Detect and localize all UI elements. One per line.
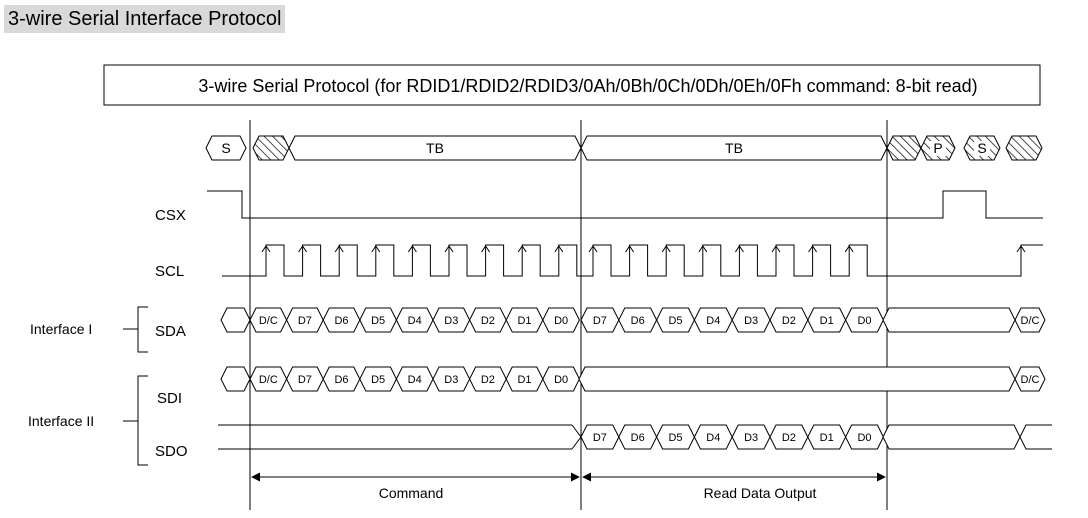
sdi-command-bit-label: D7 [298, 374, 312, 386]
sda-read-bit-label: D7 [593, 315, 607, 327]
scl-label: SCL [155, 263, 184, 280]
stop-label: P [933, 140, 942, 156]
csx-waveform [207, 190, 1043, 219]
scl-edge-arrow [261, 245, 271, 253]
sdi-command-bit-label: D5 [371, 374, 385, 386]
sdi-idle-cell [578, 366, 1016, 392]
sdi-restart-bit-label: D/C [1021, 374, 1040, 386]
sdi-label: SDI [157, 390, 182, 407]
tb-label-read: TB [725, 140, 743, 156]
interface-brackets [123, 306, 148, 466]
sdo-tail [1019, 436, 1052, 450]
scl-edge-arrow [588, 245, 598, 253]
scl-edge-arrow [771, 245, 781, 253]
scl-edge-arrow [517, 245, 527, 253]
sda-command-bit-label: D/C [259, 315, 278, 327]
page-heading: 3-wire Serial Interface Protocol [4, 5, 286, 33]
hatch-phase [1005, 135, 1043, 161]
scl-edge-arrow [554, 245, 564, 253]
scl-edge-arrow [844, 245, 854, 253]
sda-read-bit-label: D0 [857, 315, 871, 327]
sda-restart-cell [1014, 307, 1046, 333]
sdo-read-bit-label: D5 [668, 432, 682, 444]
csx-label: CSX [155, 207, 186, 224]
sdo-read-bit-label: D7 [593, 432, 607, 444]
sdi-command-bit-label: D1 [517, 374, 531, 386]
sda-read-bit-label: D1 [820, 315, 834, 327]
interface-i-label: Interface I [30, 321, 92, 337]
sda-command-bit-label: D0 [554, 315, 568, 327]
sda-command-bit-label: D3 [444, 315, 458, 327]
sdo-read-bit-label: D1 [820, 432, 834, 444]
sdo-read-bit-label: D6 [631, 432, 645, 444]
sdo-label: SDO [155, 443, 188, 460]
start-phase [205, 135, 247, 161]
sdi-command-bit-label: D0 [554, 374, 568, 386]
sdi-command-bit-label: D/C [259, 374, 278, 386]
scl-edge-arrow [371, 245, 381, 253]
restart-label-bg [974, 141, 990, 156]
sda-read-bit-label: D4 [706, 315, 720, 327]
sda-command-bit-label: D5 [371, 315, 385, 327]
sda-command-bit-label: D4 [408, 315, 422, 327]
scl-rising-edges [261, 245, 1026, 253]
scl-edge-arrow [298, 245, 308, 253]
sda-command-cell [542, 307, 580, 333]
sda-read-bit-label: D2 [782, 315, 796, 327]
phase-row [205, 135, 1043, 161]
scl-edge-arrow [625, 245, 635, 253]
sda-read-bit-label: D3 [744, 315, 758, 327]
scl-edge-arrow [334, 245, 344, 253]
sdo-read-bit-label: D3 [744, 432, 758, 444]
restart-label: S [977, 140, 986, 156]
sda-label: SDA [155, 323, 186, 340]
sdo-transition [571, 424, 582, 450]
scl-waveform [222, 244, 1043, 277]
sdi-restart-cell [1014, 366, 1046, 392]
scl-edge-arrow [808, 245, 818, 253]
sdi-command-bit-label: D4 [408, 374, 422, 386]
sdo-read-bit-label: D2 [782, 432, 796, 444]
tb-label-command: TB [426, 140, 444, 156]
sdi-idle-cell [220, 366, 251, 392]
protocol-title-box [103, 64, 1041, 106]
hatch-phase [886, 135, 922, 161]
sda-command-bit-label: D7 [298, 315, 312, 327]
interface-ii-label: Interface II [28, 413, 94, 429]
sda-command-bit-label: D2 [481, 315, 495, 327]
stop-label-bg [930, 141, 946, 156]
scl-edge-arrow [1016, 245, 1026, 253]
scl-edge-arrow [444, 245, 454, 253]
sda-read-bit-label: D6 [631, 315, 645, 327]
start-label: S [221, 140, 230, 156]
scl-edge-arrow [481, 245, 491, 253]
scl-edge-arrow [698, 245, 708, 253]
sda-waveform: D/C D7 D6 D5 D4 D3 D2 D1 D0 D7 D6 D5 D4 D3 D2 D1 D0 D/C [220, 307, 1046, 333]
scl-edge-arrow [407, 245, 417, 253]
scl-edge-arrow [661, 245, 671, 253]
sdo-read-bit-label: D0 [857, 432, 871, 444]
sda-read-bit-label: D5 [668, 315, 682, 327]
sda-command-bit-label: D1 [517, 315, 531, 327]
sdo-idle-cell [882, 424, 1021, 450]
sdo-read-bit-label: D4 [706, 432, 720, 444]
scl-edge-arrow [734, 245, 744, 253]
sda-idle-cell [220, 307, 251, 333]
sdi-command-bit-label: D6 [334, 374, 348, 386]
command-span-label: Command [379, 485, 444, 501]
protocol-title: 3-wire Serial Protocol (for RDID1/RDID2/… [198, 76, 977, 96]
sdo-tail [1019, 424, 1052, 438]
hatch-phase [252, 135, 290, 161]
read-span-label: Read Data Output [704, 485, 817, 501]
sda-command-bit-label: D6 [334, 315, 348, 327]
sdi-waveform: D/C D7 D6 D5 D4 D3 D2 D1 D0 D/C [220, 366, 1046, 392]
sdi-command-bit-label: D2 [481, 374, 495, 386]
sdi-command-bit-label: D3 [444, 374, 458, 386]
sda-idle-cell [882, 307, 1016, 333]
sdo-waveform: D7 D6 D5 D4 D3 D2 D1 D0 [218, 424, 1052, 450]
sda-restart-bit-label: D/C [1021, 315, 1040, 327]
